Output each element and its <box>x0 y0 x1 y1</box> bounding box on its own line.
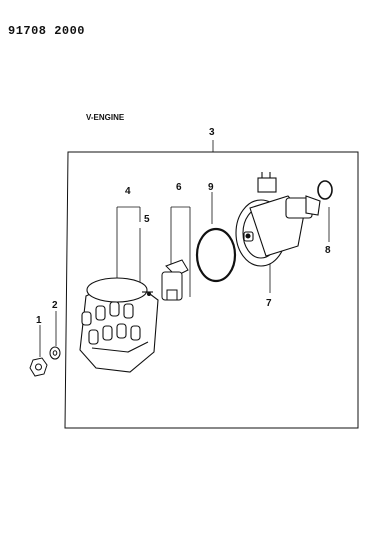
callout-3: 3 <box>209 127 215 138</box>
distributor-housing <box>235 172 321 267</box>
callout-4: 4 <box>125 186 131 197</box>
callout-7: 7 <box>266 298 272 309</box>
callout-2: 2 <box>52 300 58 311</box>
carbon-point <box>147 292 151 296</box>
engine-type-label: V-ENGINE <box>86 113 125 122</box>
bracket-6 <box>170 206 191 297</box>
rotor <box>161 259 189 301</box>
bracket-4-5 <box>116 206 141 292</box>
callout-1: 1 <box>36 315 42 326</box>
washer <box>49 346 61 360</box>
nut <box>29 357 48 377</box>
callout-6: 6 <box>176 182 182 193</box>
distributor-cap <box>79 277 159 373</box>
diagram-number: 91708 2000 <box>8 24 86 38</box>
assembly-frame <box>64 151 359 429</box>
callout-5: 5 <box>144 214 150 225</box>
callout-8: 8 <box>325 245 331 256</box>
o-ring-small <box>317 180 333 200</box>
o-ring-large <box>195 227 237 283</box>
callout-9: 9 <box>208 182 214 193</box>
